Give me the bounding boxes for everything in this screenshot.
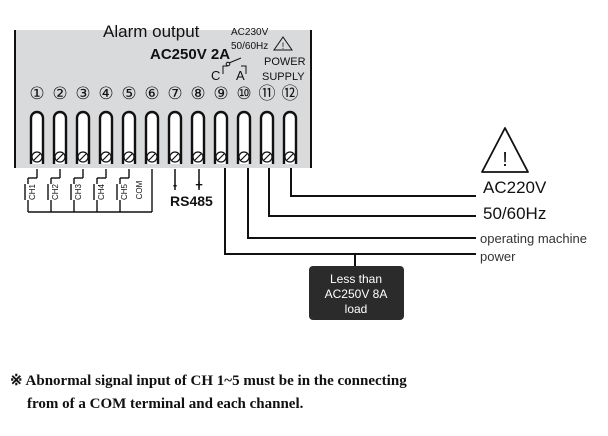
com-label: COM — [135, 180, 144, 199]
terminal-slot — [190, 110, 206, 164]
terminal-slots — [29, 110, 298, 164]
terminal-screw-slot — [33, 153, 41, 161]
load-line1: Less than — [330, 272, 382, 286]
warning-icon-small — [273, 36, 293, 51]
terminal-slot — [52, 110, 68, 164]
terminal-screw-slot — [286, 153, 294, 161]
channel-label: CH1 — [28, 183, 37, 200]
svg-text:!: ! — [282, 41, 285, 51]
alarm-rating: AC250V 2A — [150, 46, 230, 63]
machine-label-line2: power — [480, 249, 516, 264]
terminal-slot — [236, 110, 252, 164]
terminal-slot — [75, 110, 91, 164]
terminal-number: ⑧ — [190, 84, 205, 103]
relay-contact-c — [222, 65, 228, 74]
terminal-number: ③ — [75, 84, 90, 103]
terminal-screw-slot — [217, 153, 225, 161]
alarm-output-label: Alarm output — [103, 22, 200, 41]
channel-inputs: COM CH1 CH2 CH3 CH4 CH5 — [24, 169, 153, 213]
channel-label: CH2 — [51, 183, 60, 200]
terminal-screw-slot — [171, 153, 179, 161]
terminal-number: ⑤ — [121, 84, 136, 103]
terminal-screw-slot — [56, 153, 64, 161]
note-block: ※ Abnormal signal input of CH 1~5 must b… — [10, 370, 600, 416]
relay-contact-a — [241, 65, 247, 74]
warning-icon — [481, 127, 529, 173]
power-wire-11 — [268, 168, 476, 217]
load-line3: load — [345, 302, 368, 316]
terminal-screw-slot — [102, 153, 110, 161]
channel-label: CH3 — [74, 183, 83, 200]
note-line1: Abnormal signal input of CH 1~5 must be … — [25, 373, 407, 389]
terminal-screw-slot — [240, 153, 248, 161]
power-voltage: AC220V — [483, 178, 547, 197]
note-symbol: ※ — [10, 373, 23, 389]
power-label: POWER — [264, 56, 306, 68]
machine-label-line1: operating machine — [480, 231, 587, 246]
load-line2: AC250V 8A — [325, 287, 388, 301]
svg-text:!: ! — [502, 149, 508, 171]
terminal-screw-slot — [79, 153, 87, 161]
power-wire-12 — [290, 168, 476, 197]
terminal-number: ⑪ — [259, 84, 276, 103]
supply-freq: 50/60Hz — [231, 41, 268, 52]
rs485-label: RS485 — [170, 193, 213, 209]
channel-label: CH5 — [120, 183, 129, 200]
rs485-plus: + — [195, 177, 203, 192]
terminal-slot — [282, 110, 298, 164]
terminal-number: ⑥ — [144, 84, 159, 103]
terminal-slot — [259, 110, 275, 164]
terminal-number: ① — [29, 84, 44, 103]
terminal-number: ⑦ — [167, 84, 182, 103]
channel-label: CH4 — [97, 183, 106, 200]
terminal-slot — [213, 110, 229, 164]
load-box — [309, 266, 404, 320]
terminal-slot — [167, 110, 183, 164]
note-line2: from of a COM terminal and each channel. — [27, 396, 304, 412]
terminal-screw-slot — [148, 153, 156, 161]
terminal-slot — [121, 110, 137, 164]
relay-switch-icon — [228, 57, 242, 64]
terminal-slot — [98, 110, 114, 164]
supply-voltage: AC230V — [231, 27, 269, 38]
terminal-screw-slot — [194, 153, 202, 161]
relay-a-label: A — [236, 68, 245, 83]
supply-label: SUPPLY — [262, 71, 305, 83]
terminal-screw-slot — [125, 153, 133, 161]
relay-c-label: C — [211, 68, 220, 83]
power-freq: 50/60Hz — [483, 204, 546, 223]
terminal-slot — [29, 110, 45, 164]
terminal-screw-slot — [263, 153, 271, 161]
terminal-number: ⑫ — [282, 84, 299, 103]
machine-wire-10 — [247, 168, 476, 239]
terminal-number: ⑨ — [213, 84, 228, 103]
rs485-minus: - — [173, 177, 177, 192]
machine-wire-9 — [224, 168, 476, 255]
terminal-number: ② — [52, 84, 67, 103]
terminal-number: ⑩ — [236, 84, 251, 103]
terminal-slot — [144, 110, 160, 164]
terminal-number: ④ — [98, 84, 113, 103]
